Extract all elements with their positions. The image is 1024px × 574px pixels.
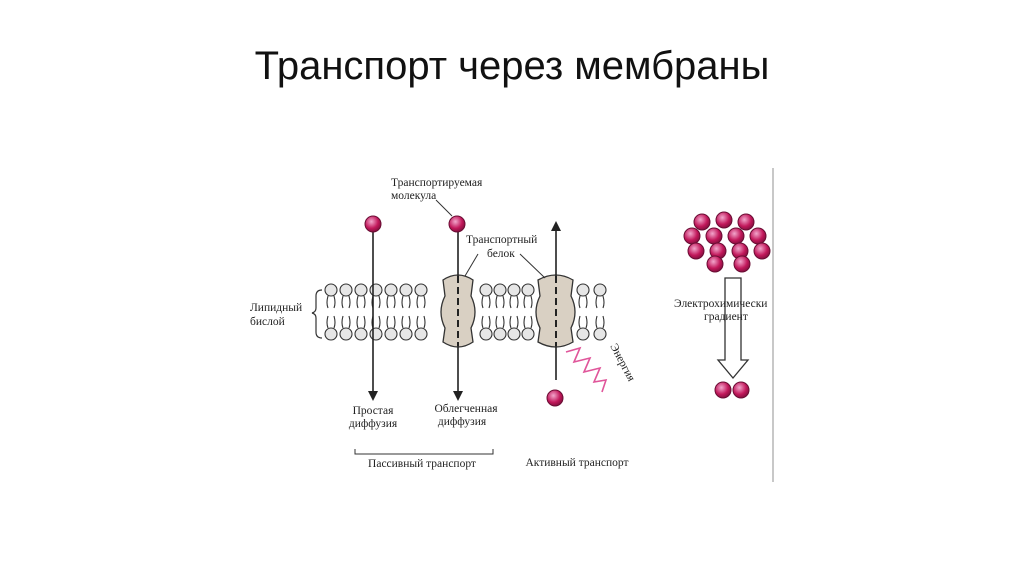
gradient-molecule-bottom-left [714, 381, 732, 399]
label-transport-protein-2: белок [487, 248, 515, 260]
label-transport-protein-1: Транспортный [466, 234, 537, 246]
label-gradient-2: градиент [704, 311, 748, 323]
gradient-hollow-arrow [716, 277, 750, 380]
gradient-molecule-bottom-right [732, 381, 750, 399]
label-passive-transport: Пассивный транспорт [368, 458, 476, 470]
cluster-molecule [737, 213, 755, 231]
label-simple-diffusion-1: Простая [353, 405, 394, 417]
label-simple-diffusion-2: диффузия [349, 418, 398, 430]
lipid-molecule [324, 283, 338, 341]
passive-transport-bracket [354, 449, 494, 455]
molecule-pointer [435, 199, 453, 217]
cluster-molecule [753, 242, 771, 260]
cluster-molecule [715, 211, 733, 229]
label-transported-molecule-2: молекула [391, 190, 436, 202]
lipid-molecule [354, 283, 368, 341]
label-facilitated-diffusion-2: диффузия [438, 416, 487, 428]
label-lipid-bilayer-1: Липидный [250, 302, 302, 314]
energy-zigzag-icon [565, 346, 608, 393]
lipid-molecule [493, 283, 507, 341]
protein-pointer-right [519, 253, 546, 279]
lipid-molecule [369, 283, 383, 341]
protein-pointer-left [464, 253, 479, 277]
lipid-molecule [384, 283, 398, 341]
cluster-molecule [693, 213, 711, 231]
bilayer-bracket [311, 289, 323, 339]
cluster-molecule [727, 227, 745, 245]
cluster-molecule [706, 255, 724, 273]
lipid-molecule [339, 283, 353, 341]
label-active-transport: Активный транспорт [525, 457, 628, 469]
label-gradient-1: Электрохимически [674, 298, 767, 310]
molecule-simple [364, 215, 382, 233]
lipid-molecule [521, 283, 535, 341]
cluster-molecule [683, 227, 701, 245]
molecule-active [546, 389, 564, 407]
slide-title: Транспорт через мембраны [254, 44, 770, 88]
transport-protein-active [535, 274, 576, 348]
transport-protein-facilitated [440, 274, 476, 348]
cluster-molecule [687, 242, 705, 260]
lipid-molecule [593, 283, 607, 341]
label-transported-molecule-1: Транспортируемая [391, 177, 483, 189]
cluster-molecule [749, 227, 767, 245]
lipid-molecule [576, 283, 590, 341]
lipid-molecule [479, 283, 493, 341]
lipid-molecule [507, 283, 521, 341]
cluster-molecule [733, 255, 751, 273]
label-energy: Энергия [607, 342, 637, 384]
lipid-bilayer [324, 283, 607, 341]
lipid-molecule [414, 283, 428, 341]
label-facilitated-diffusion-1: Облегченная [434, 403, 498, 415]
cluster-molecule [705, 227, 723, 245]
molecule-cluster [683, 211, 771, 273]
label-lipid-bilayer-2: бислой [250, 316, 285, 328]
lipid-molecule [399, 283, 413, 341]
molecule-facilitated [448, 215, 466, 233]
